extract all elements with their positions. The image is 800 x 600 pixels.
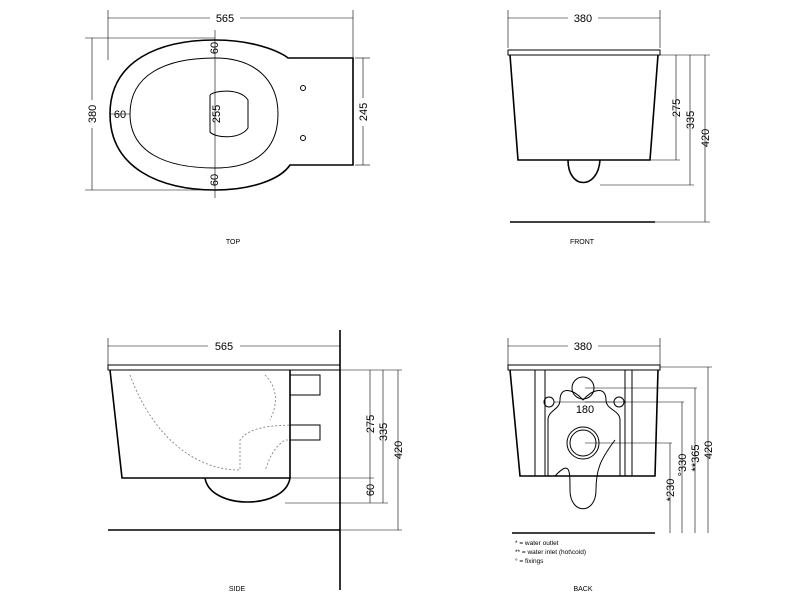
side-h1: 275 [365,415,377,433]
caption-front: FRONT [570,239,595,246]
front-width-label: 380 [574,13,592,25]
caption-top: TOP [226,239,241,246]
back-view: 380 180 *230 °330 **365 420 * = water ou… [507,338,715,593]
side-width-label: 565 [215,341,233,353]
side-bottom: 60 [365,484,377,496]
legend-item: ° = fixings [515,557,544,565]
back-total-height: 420 [703,441,715,459]
top-depth-label: 380 [87,105,99,123]
legend-item: ** = water inlet (hot\cold) [515,549,586,556]
back-fixing-height: °330 [677,454,689,477]
back-width-label: 380 [574,341,592,353]
top-fixing-span: 245 [358,103,370,121]
top-back-margin: 60 [209,174,221,186]
top-side-margin: 60 [114,109,126,121]
side-view: 565 275 335 420 60 SIDE [107,330,405,593]
back-fixings-span: 180 [576,404,594,416]
top-width-label: 565 [216,13,234,25]
back-outlet-height: *230 [665,479,677,502]
legend-item: * = water outlet [515,540,559,547]
front-view: 380 275 335 420 FRONT [507,10,712,246]
front-h2: 335 [685,111,697,129]
side-h3: 420 [393,441,405,459]
top-opening-label: 255 [211,105,223,123]
top-front-margin: 60 [209,42,221,54]
top-view: 565 380 60 60 60 255 245 TOP [85,10,370,246]
side-h2: 335 [378,423,390,441]
front-h3: 420 [700,129,712,147]
front-h1: 275 [671,99,683,117]
caption-back: BACK [573,586,592,593]
caption-side: SIDE [229,586,246,593]
back-inlet-height: **365 [690,445,702,472]
